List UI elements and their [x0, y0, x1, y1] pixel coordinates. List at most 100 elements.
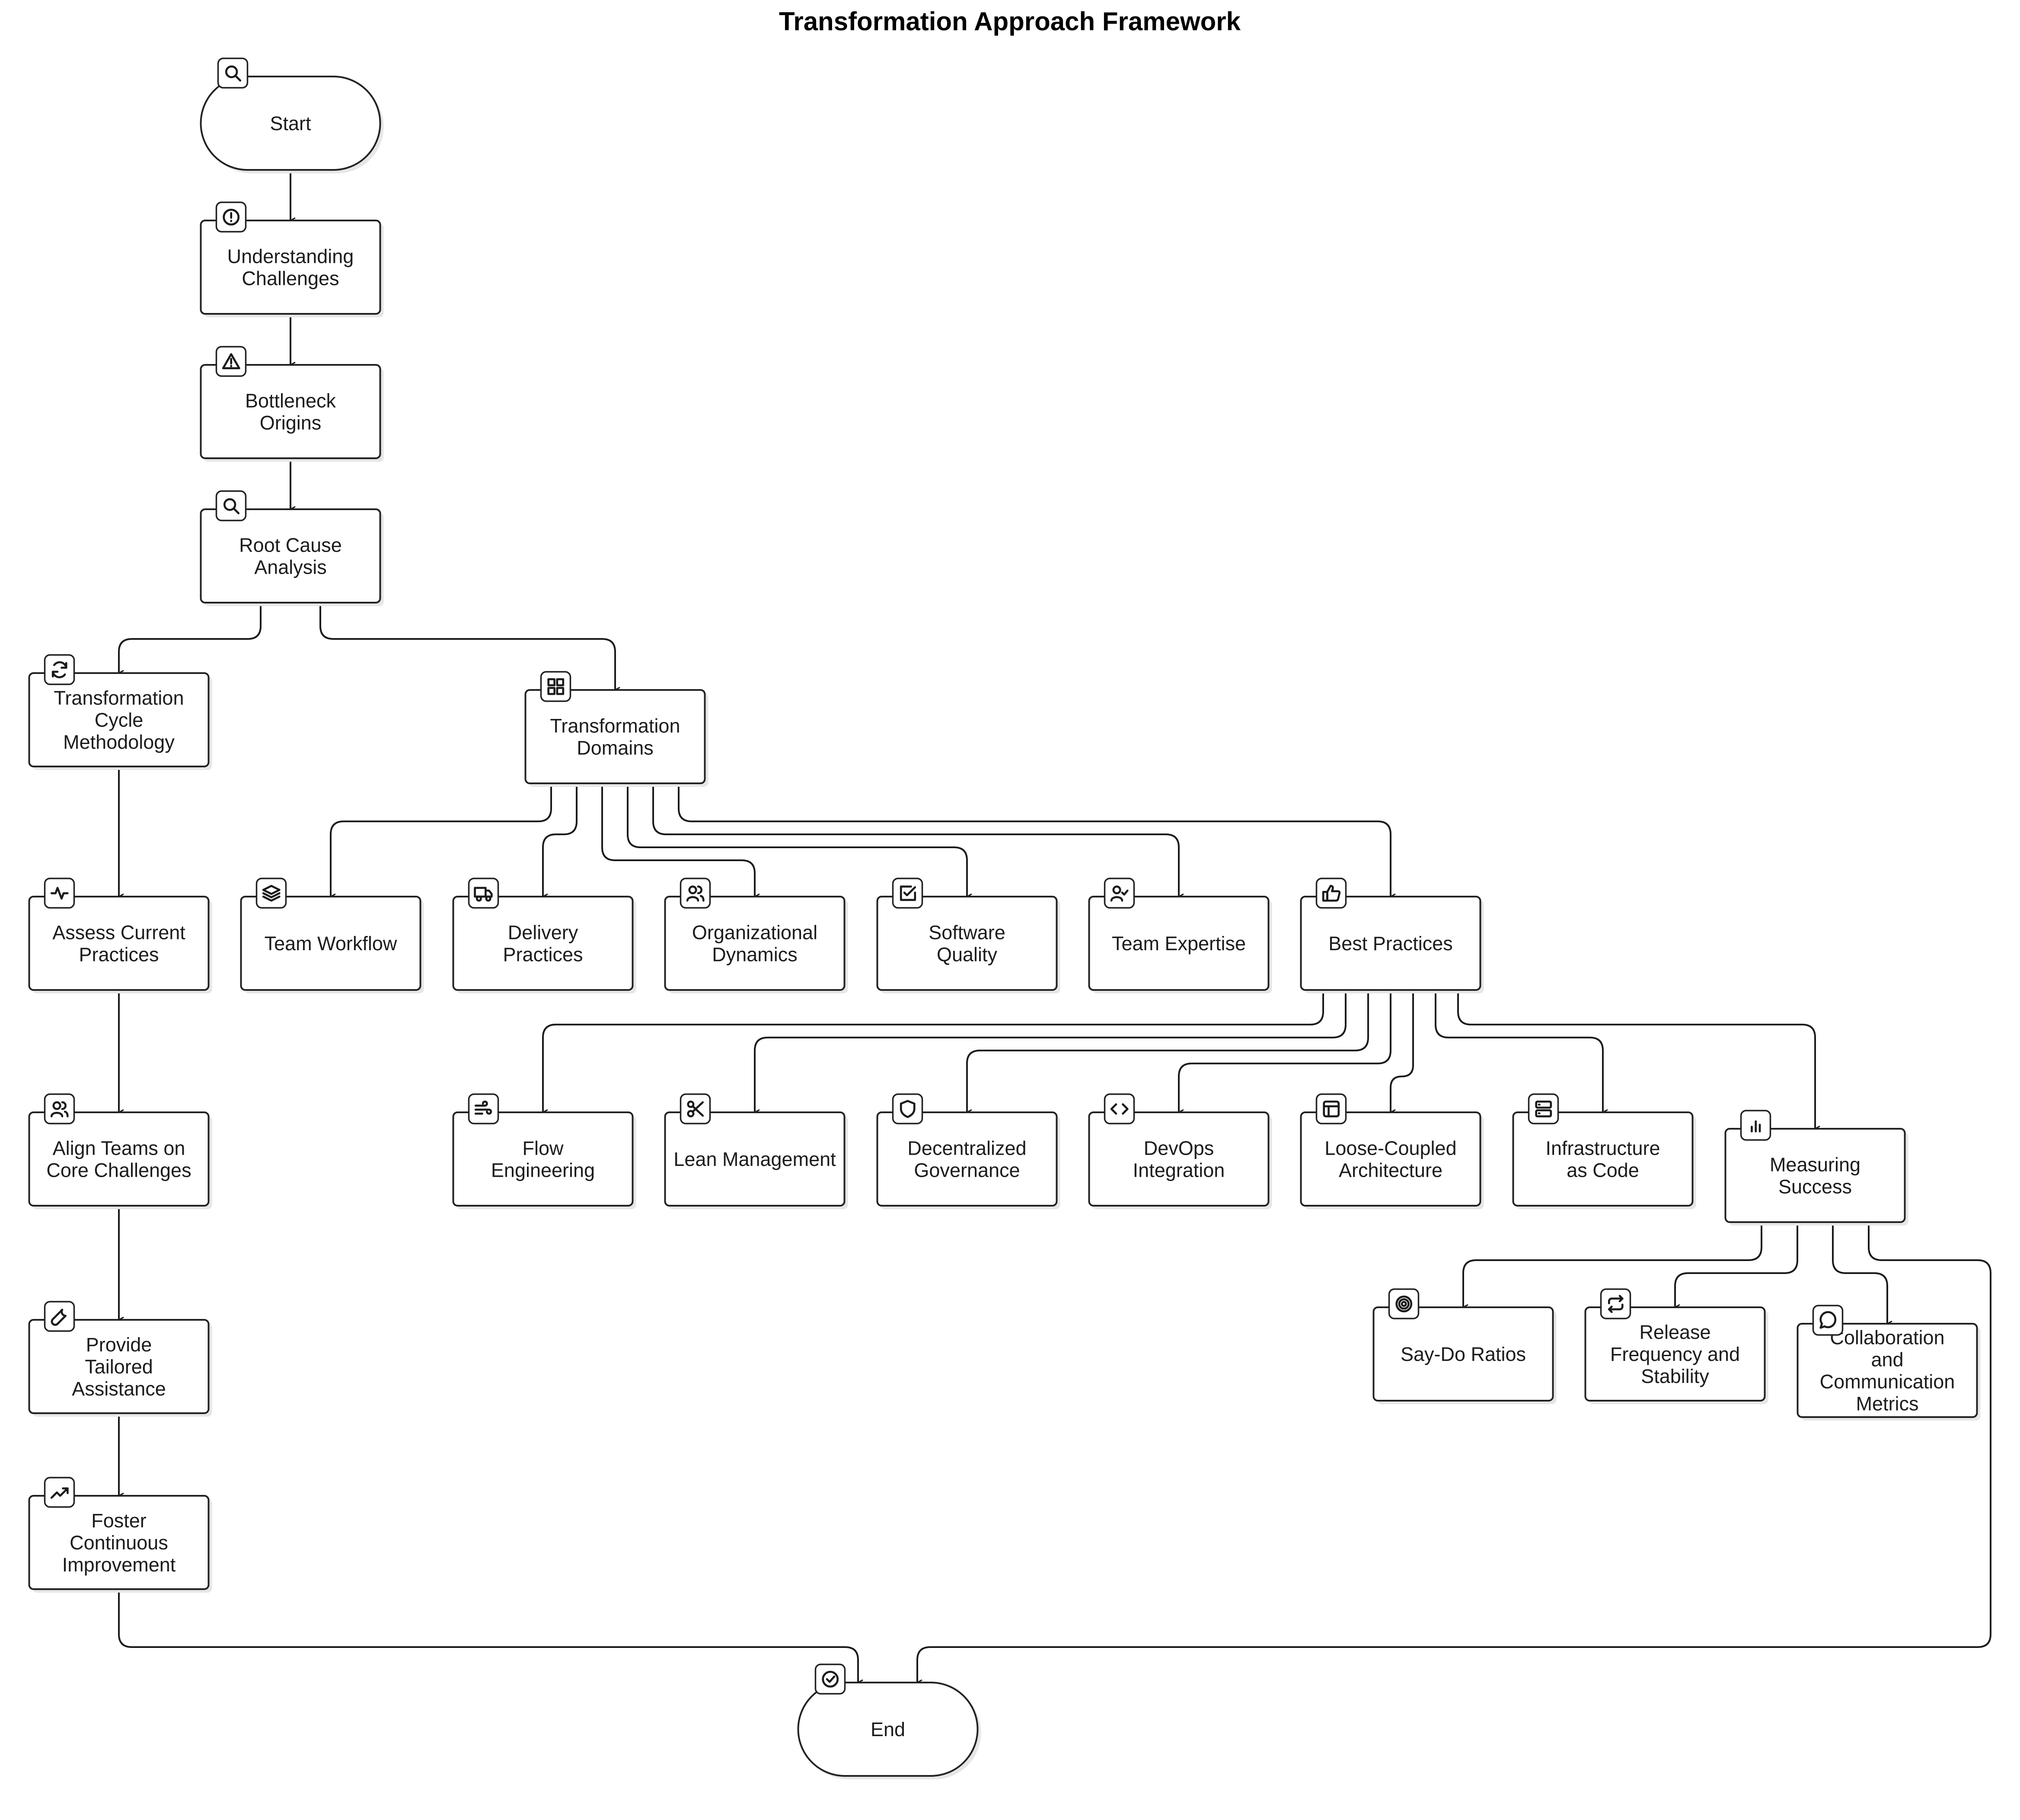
node-box: [1300, 1111, 1481, 1207]
node-start[interactable]: Start: [200, 57, 384, 173]
edge-bestpractices-to-devops: [1178, 990, 1391, 1112]
refresh-icon: [44, 654, 75, 685]
truck-icon: [468, 878, 499, 909]
node-label: Lean Management: [673, 1148, 836, 1170]
node-bestpractices[interactable]: Best Practices: [1300, 878, 1484, 993]
users-icon: [44, 1093, 75, 1124]
warning-icon: [215, 346, 247, 377]
node-box: [876, 896, 1058, 991]
check-square-icon: [892, 878, 923, 909]
node-box: [1512, 1111, 1694, 1207]
node-box: [28, 1495, 210, 1590]
node-label: Team Expertise: [1112, 932, 1246, 955]
node-label: Say-Do Ratios: [1401, 1343, 1526, 1365]
node-box: [664, 1111, 846, 1207]
node-saydo[interactable]: Say-Do Ratios: [1372, 1288, 1557, 1404]
edge-bestpractices-to-iac: [1435, 990, 1603, 1112]
node-box: [200, 364, 381, 459]
node-box: [28, 1319, 210, 1414]
edge-measuring-to-collab: [1832, 1222, 1887, 1324]
node-lean[interactable]: Lean Management: [664, 1093, 848, 1209]
node-workflow[interactable]: Team Workflow: [240, 878, 424, 993]
users-icon: [680, 878, 711, 909]
search-icon: [215, 490, 247, 521]
edge-domains-to-orgdyn: [601, 783, 755, 897]
node-box: [1584, 1306, 1766, 1402]
node-box: [28, 672, 210, 767]
shield-icon: [892, 1093, 923, 1124]
node-end[interactable]: End: [797, 1664, 981, 1779]
node-box: [1372, 1306, 1554, 1402]
edge-domains-to-workflow: [330, 783, 552, 897]
node-box: [1300, 896, 1481, 991]
node-box: [797, 1682, 979, 1777]
activity-icon: [44, 878, 75, 909]
code-icon: [1104, 1093, 1135, 1124]
node-box: [452, 1111, 634, 1207]
node-label: Best Practices: [1328, 932, 1453, 955]
node-box: [28, 1111, 210, 1207]
check-circle-icon: [814, 1664, 846, 1695]
search-icon: [217, 57, 249, 89]
repeat-icon: [1600, 1288, 1631, 1319]
edge-domains-to-expertise: [652, 783, 1179, 897]
node-box: [200, 220, 381, 315]
edge-bestpractices-to-measuring: [1457, 990, 1815, 1129]
server-icon: [1528, 1093, 1559, 1124]
scissors-icon: [680, 1093, 711, 1124]
node-label: Start: [270, 112, 311, 134]
alert-icon: [215, 201, 247, 233]
edge-bestpractices-to-loose: [1390, 990, 1414, 1112]
wrench-icon: [44, 1301, 75, 1332]
node-box: [28, 896, 210, 991]
thumbs-up-icon: [1315, 878, 1347, 909]
node-expertise[interactable]: Team Expertise: [1088, 878, 1272, 993]
edge-domains-to-bestpractices: [678, 783, 1391, 897]
edge-bestpractices-to-flow: [542, 990, 1324, 1112]
node-label: End: [871, 1718, 905, 1740]
diagram-title: Transformation Approach Framework: [779, 7, 1241, 36]
target-icon: [1388, 1288, 1420, 1319]
edge-rootcause-to-cycle: [118, 603, 262, 673]
node-box: [200, 508, 381, 603]
edge-domains-to-delivery: [542, 783, 578, 897]
node-box: [664, 896, 846, 991]
